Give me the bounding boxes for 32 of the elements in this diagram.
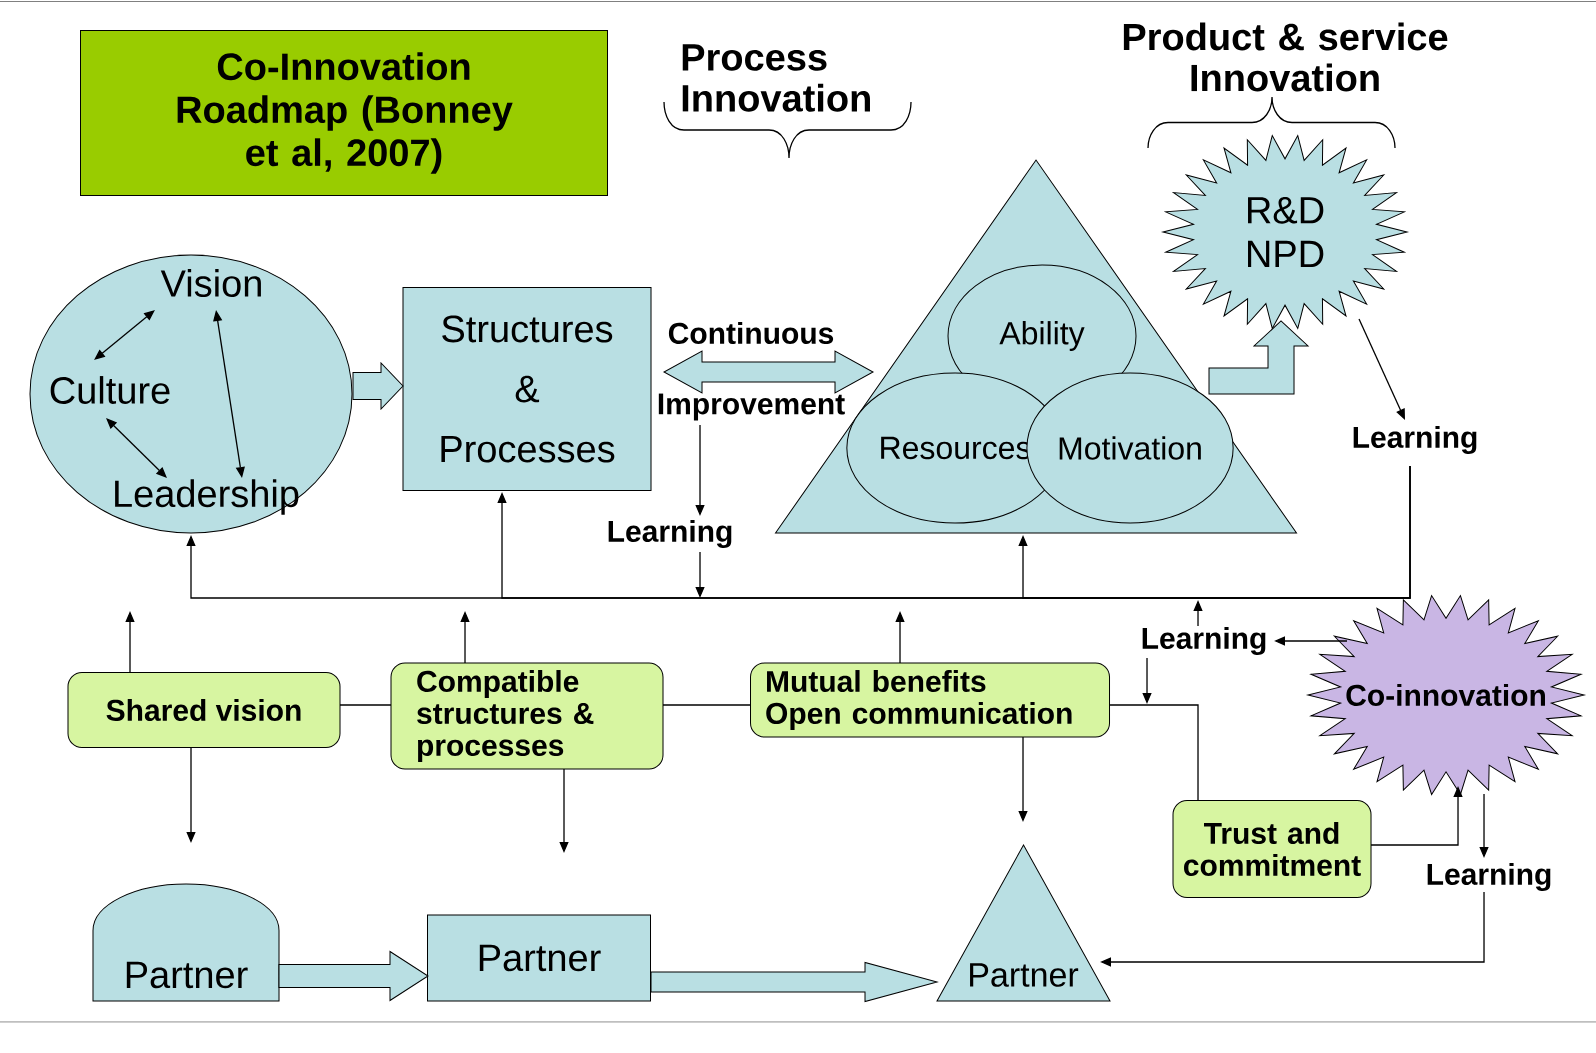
- concept-label: Vision: [160, 269, 261, 297]
- rounded-box: Mutual benefits Open communication: [750, 662, 1110, 738]
- connector-line: [662, 704, 752, 706]
- starburst: R&D NPD: [1162, 135, 1408, 329]
- learning-label: Learning: [608, 519, 732, 549]
- block-arrow: [663, 350, 874, 394]
- learning-label: Learning: [1427, 862, 1551, 892]
- arrow: [94, 310, 155, 360]
- arrow: [1018, 465, 1411, 599]
- block-arrow: [650, 962, 938, 1002]
- rounded-box: Shared vision: [67, 672, 341, 748]
- ellipse-shape: [29, 254, 353, 534]
- process-box: Structures & Processes: [402, 287, 652, 491]
- arrow-label: Continuous: [668, 322, 834, 345]
- arrow: [106, 418, 167, 478]
- connector-line: [1109, 704, 1199, 802]
- learning-label: Learning: [1353, 425, 1477, 455]
- arrow-label: Improvement: [658, 393, 845, 421]
- connector-line: [339, 704, 392, 706]
- heading: Product & service Innovation: [1123, 22, 1448, 92]
- rounded-box: Compatible structures & processes: [390, 662, 664, 770]
- learning-label: Learning: [1142, 626, 1266, 656]
- heading: Process Innovation: [682, 44, 870, 112]
- block-arrow: [1208, 320, 1309, 395]
- block-arrow: [278, 951, 429, 1001]
- partner-box: Partner: [427, 914, 651, 1002]
- concept-label: Culture: [50, 376, 170, 404]
- starburst: Co-innovation: [1307, 595, 1585, 795]
- block-arrow: [352, 362, 404, 410]
- title-box: Co-Innovation Roadmap (Bonney et al, 2007): [80, 30, 608, 196]
- rounded-box: Trust and commitment: [1172, 800, 1372, 898]
- concept-label: Leadership: [115, 479, 299, 515]
